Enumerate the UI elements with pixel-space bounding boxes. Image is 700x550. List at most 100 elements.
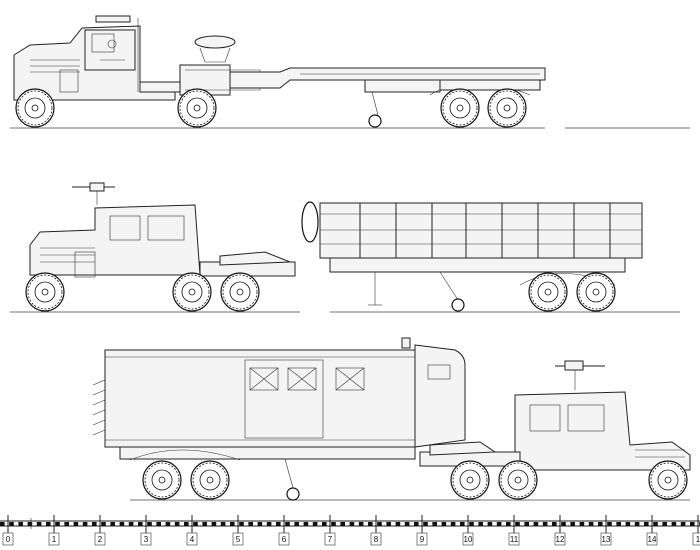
scale-ticks xyxy=(7,515,699,533)
scale-checker-segment xyxy=(73,522,79,526)
row3-van-window-2 xyxy=(287,367,317,391)
scale-checker-segment xyxy=(138,522,143,526)
scale-label: 1 xyxy=(696,535,700,544)
scale-label-box xyxy=(600,532,612,546)
scale-checker-segment xyxy=(506,522,511,526)
row2-dump-body xyxy=(319,202,643,259)
scale-label-box xyxy=(2,532,14,546)
scale-checker-segment xyxy=(616,522,621,526)
scale-checker-segment xyxy=(598,522,603,526)
row2-fifth-wheel xyxy=(219,251,291,266)
scale-label-box xyxy=(692,532,700,546)
scale-checker-segment xyxy=(432,522,437,526)
scale-checker-segment xyxy=(322,522,327,526)
scale-checker-segment xyxy=(55,522,60,526)
row3-van-nose xyxy=(414,344,466,448)
row3-wheel-trailer-1 xyxy=(142,460,182,500)
scale-label-box xyxy=(140,532,152,546)
scale-label: 9 xyxy=(420,535,425,544)
scale-label: 4 xyxy=(190,535,195,544)
scale-checker-segment xyxy=(404,522,410,526)
scale-checker-segment xyxy=(92,522,97,526)
row2-wheel-trailer-1 xyxy=(528,272,568,312)
scale-label-box xyxy=(232,532,244,546)
scale-label: 10 xyxy=(464,535,473,544)
scale-checker-segment xyxy=(552,522,557,526)
row3-van-window-1 xyxy=(249,367,279,391)
scale-checker-segment xyxy=(220,522,226,526)
scale-checker-segment xyxy=(331,522,336,526)
scale-checker-segment xyxy=(441,522,447,526)
row2-wheel-rear-2 xyxy=(220,272,260,312)
scale-label: 8 xyxy=(374,535,379,544)
scale-checker-segment xyxy=(18,522,23,526)
scale-checker-segment xyxy=(285,522,290,526)
scale-checker-segment xyxy=(46,522,51,526)
scale-label-box xyxy=(416,532,428,546)
scale-checker-segment xyxy=(184,522,189,526)
scale-checker-segment xyxy=(294,522,299,526)
scale-label: 3 xyxy=(144,535,149,544)
row3-rear-ladder xyxy=(92,379,106,436)
scale-label: 14 xyxy=(648,535,657,544)
scale-checker-segment xyxy=(312,522,318,526)
scale-checker-segment xyxy=(64,522,69,526)
scale-label: 1 xyxy=(52,535,57,544)
row2-spare-wheel xyxy=(301,201,319,243)
scale-label-box xyxy=(324,532,336,546)
scale-checker-segment xyxy=(266,522,272,526)
scale-checker-segment xyxy=(644,522,649,526)
row2-cab-window-1 xyxy=(109,215,141,241)
scale-checker-segment xyxy=(9,522,14,526)
scale-label-box xyxy=(94,532,106,546)
scale-label: 7 xyxy=(328,535,333,544)
scale-checker-segment xyxy=(248,522,253,526)
scale-checker-segment xyxy=(542,522,548,526)
row1-wheel-trailer-1 xyxy=(440,88,480,128)
scale-label-box xyxy=(646,532,658,546)
scale-checker-segment xyxy=(82,522,88,526)
scale-checker-segment xyxy=(230,522,235,526)
scale-checker-segment xyxy=(340,522,345,526)
scale-checker-segment xyxy=(680,522,686,526)
scale-checker-segment xyxy=(110,522,115,526)
scale-checker-segment xyxy=(671,522,677,526)
scale-checker-segment xyxy=(165,522,171,526)
scale-label-box xyxy=(554,532,566,546)
scale-checker-segment xyxy=(414,522,419,526)
scale-checker-segment xyxy=(36,522,42,526)
row1-wheel-rear-1 xyxy=(177,88,217,128)
scale-checker-segment xyxy=(423,522,428,526)
row3-wheel-trailer-2 xyxy=(190,460,230,500)
row3-van-window-3 xyxy=(335,367,365,391)
scale-checker-segment xyxy=(349,522,355,526)
scale-label: 13 xyxy=(602,535,611,544)
scale-checker-segment xyxy=(128,522,134,526)
row1-wheel-front xyxy=(15,88,55,128)
scale-label-box xyxy=(462,532,474,546)
scale-checker-segment xyxy=(239,522,244,526)
scale-label-box xyxy=(370,532,382,546)
row2-trailer-chassis xyxy=(329,257,626,273)
scale-checker-segment xyxy=(101,522,106,526)
row2-wheel-trailer-2 xyxy=(576,272,616,312)
row3-wheel-rear-2 xyxy=(498,460,538,500)
scale-checker-segment xyxy=(653,522,658,526)
scale-label: 5 xyxy=(236,535,241,544)
row3-van-body xyxy=(104,349,416,448)
row3-wheel-rear-1 xyxy=(450,460,490,500)
scale-checker-segment xyxy=(450,522,456,526)
row1-flatbed-trailer xyxy=(229,67,546,128)
row2-wheel-front xyxy=(25,272,65,312)
scale-checker-segment xyxy=(469,522,474,526)
row3-van-door xyxy=(244,359,324,439)
row3-armored-tractor xyxy=(419,360,691,500)
scale-checker-segment xyxy=(147,522,152,526)
row1-wheel-trailer-2 xyxy=(487,88,527,128)
scale-checker-segment xyxy=(579,522,585,526)
scale-checker-segment xyxy=(524,522,529,526)
scale-checker-segment xyxy=(607,522,612,526)
row1-tractor xyxy=(13,15,181,101)
scale-checker-segment xyxy=(487,522,493,526)
